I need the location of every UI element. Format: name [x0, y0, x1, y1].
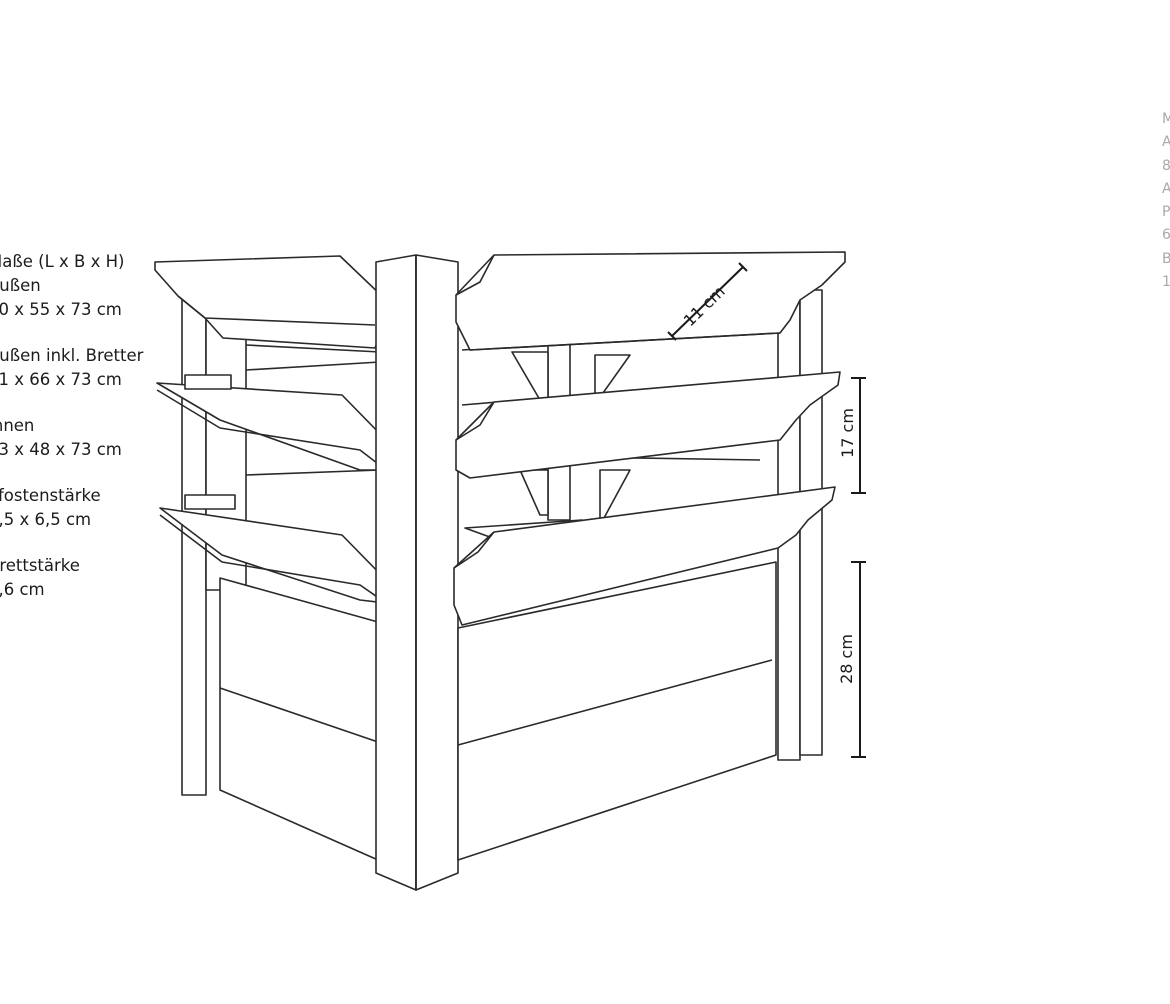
spec-dimensions-heading: Maße (L x B x H) Außen 80 x 55 x 73 cm	[0, 250, 143, 322]
clipped-line: Brettstärke	[1162, 250, 1170, 267]
clipped-line: 80 x 55 x 73 cm	[1162, 157, 1170, 174]
spec-title: Innen	[0, 416, 35, 435]
spec-title: Pfostenstärke	[0, 486, 101, 505]
left-boards	[154, 255, 387, 604]
spec-value: 73 x 48 x 73 cm	[0, 440, 122, 459]
spec-title: Außen inkl. Bretter	[0, 346, 144, 365]
spec-title: Maße (L x B x H)	[0, 252, 125, 271]
clipped-line: Pfostenstärke	[1162, 204, 1170, 221]
spec-title: Brettstärke	[0, 556, 80, 575]
spec-value: 6,5 x 6,5 cm	[0, 510, 92, 529]
spec-value: 80 x 55 x 73 cm	[0, 300, 122, 319]
dimension-17cm: 17 cm	[838, 377, 866, 494]
spec-inner: Innen 73 x 48 x 73 cm	[0, 414, 143, 462]
clipped-line: 6,5 x 6,5 cm	[1162, 227, 1170, 244]
spec-post-thickness: Pfostenstärke 6,5 x 6,5 cm	[0, 484, 143, 532]
spec-outer-incl-boards: Außen inkl. Bretter 91 x 66 x 73 cm	[0, 344, 143, 392]
spec-value: 91 x 66 x 73 cm	[0, 370, 122, 389]
spec-title: Außen	[0, 276, 41, 295]
left-lower-wall	[219, 577, 379, 861]
right-boards	[453, 251, 846, 626]
corner-post	[375, 254, 459, 891]
clipped-line: Maße (L x B x H)	[1162, 111, 1170, 127]
dimension-label-28cm: 28 cm	[837, 634, 856, 684]
spec-board-thickness: Brettstärke 1,6 cm	[0, 554, 143, 602]
spec-value: 1,6 cm	[0, 580, 45, 599]
clipped-spec-list: Maße (L x B x H) Außen 80 x 55 x 73 cm A…	[1162, 108, 1170, 294]
dimension-28cm: 28 cm	[837, 561, 866, 758]
spec-list: Maße (L x B x H) Außen 80 x 55 x 73 cm A…	[0, 250, 143, 624]
dimension-label-17cm: 17 cm	[838, 408, 857, 458]
clipped-line: Außen	[1162, 134, 1170, 151]
clipped-line: 1,6 cm	[1162, 274, 1170, 291]
clipped-line: Außen inkl. Bretter	[1162, 180, 1170, 197]
